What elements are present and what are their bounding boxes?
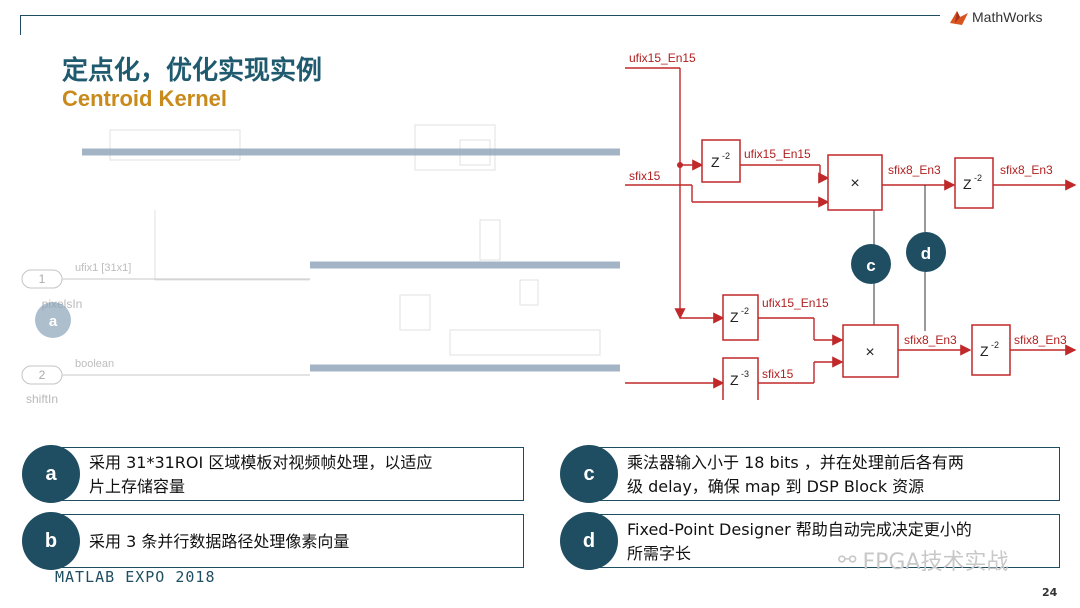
svg-text:×: × xyxy=(865,344,874,361)
svg-text:Z: Z xyxy=(730,372,739,388)
inport1-signal: ufix1 [31x1] xyxy=(75,262,131,274)
svg-text:sfix8_En3: sfix8_En3 xyxy=(1014,333,1067,347)
svg-text:ufix15_En15: ufix15_En15 xyxy=(744,147,811,161)
footer-event: MATLAB EXPO 2018 xyxy=(55,568,216,586)
inport1-number: 1 xyxy=(39,272,46,286)
logo-text: MathWorks xyxy=(972,9,1043,25)
note-box-d: Fixed-Point Designer 帮助自动完成决定更小的 所需字长 xyxy=(588,514,1060,568)
note-badge-d: d xyxy=(560,512,618,570)
svg-text:d: d xyxy=(921,244,931,263)
note-box-a: 采用 31*31ROI 区域模板对视频帧处理，以适应 片上存储容量 xyxy=(50,447,524,501)
header-rule-tick xyxy=(20,15,21,35)
multiplier-1 xyxy=(827,154,883,211)
pipeline-diagram: Z -2 × Z -2 Z -2 Z -3 × Z -2 ufix15_En15… xyxy=(625,51,1077,400)
svg-text:sfix15: sfix15 xyxy=(762,367,794,381)
page-number: 24 xyxy=(1042,586,1058,599)
svg-text:×: × xyxy=(850,175,859,192)
inport2-signal: boolean xyxy=(75,358,114,370)
delay-block-1 xyxy=(701,139,741,183)
svg-text:Z: Z xyxy=(711,154,720,170)
svg-text:-2: -2 xyxy=(974,173,982,183)
badge-d xyxy=(906,232,946,272)
inport2-label: shiftIn xyxy=(26,392,58,406)
svg-text:Z: Z xyxy=(963,176,972,192)
svg-text:c: c xyxy=(866,256,875,275)
svg-text:sfix8_En3: sfix8_En3 xyxy=(888,163,941,177)
svg-text:sfix8_En3: sfix8_En3 xyxy=(1000,163,1053,177)
wechat-icon: ⚯ xyxy=(838,547,857,573)
svg-text:ufix15_En15: ufix15_En15 xyxy=(762,296,829,310)
watermark: ⚯ FPGA技术实战 xyxy=(838,547,1009,576)
delay-block-5 xyxy=(971,324,1011,376)
membrane-icon xyxy=(950,11,968,25)
svg-text:-2: -2 xyxy=(722,151,730,161)
note-badge-b: b xyxy=(22,512,80,570)
delay-block-2 xyxy=(954,157,994,209)
slide-title: 定点化，优化实现实例 xyxy=(62,56,323,86)
header-rule xyxy=(20,15,940,16)
badge-a-faded-label: a xyxy=(49,313,58,330)
note-box-c: 乘法器输入小于 18 bits ，并在处理前后各有两 级 delay，确保 ma… xyxy=(588,447,1060,501)
note-box-b: 采用 3 条并行数据路径处理像素向量 xyxy=(50,514,524,568)
mathworks-logo: MathWorks xyxy=(950,6,1043,28)
multiplier-2 xyxy=(842,324,899,378)
svg-text:-2: -2 xyxy=(741,306,749,316)
svg-text:-3: -3 xyxy=(741,369,749,379)
inport2-number: 2 xyxy=(39,368,46,382)
svg-text:sfix8_En3: sfix8_En3 xyxy=(904,333,957,347)
slide-subtitle: Centroid Kernel xyxy=(62,86,228,111)
in1-signal-label: ufix15_En15 xyxy=(629,51,696,65)
badge-c xyxy=(851,244,891,284)
note-badge-c: c xyxy=(560,445,618,503)
svg-text:Z: Z xyxy=(730,309,739,325)
in2-signal-label: sfix15 xyxy=(629,169,661,183)
svg-text:-2: -2 xyxy=(991,340,999,350)
delay-block-3 xyxy=(722,294,759,341)
faded-model-diagram: 1 pixelsIn ufix1 [31x1] a 2 shiftIn bool… xyxy=(21,124,620,406)
note-badge-a: a xyxy=(22,445,80,503)
badge-a-faded xyxy=(35,302,71,338)
svg-text:Z: Z xyxy=(980,343,989,359)
delay-block-4 xyxy=(722,357,759,400)
